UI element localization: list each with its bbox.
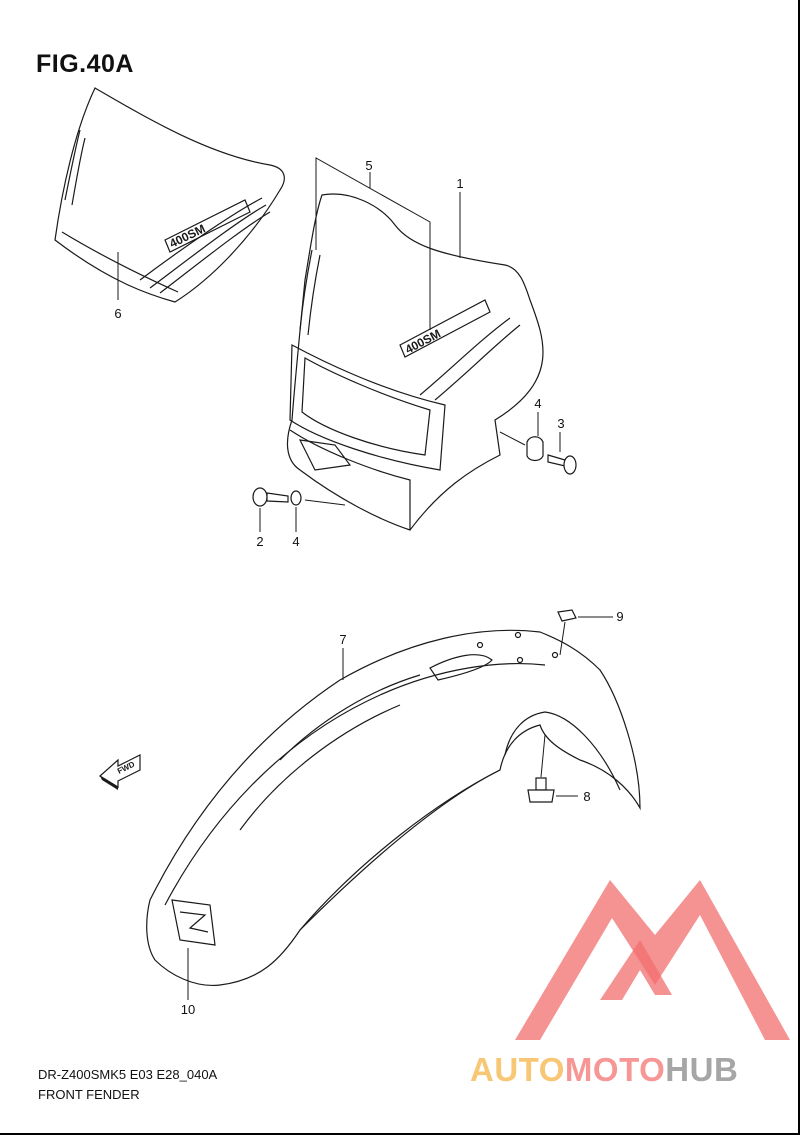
- watermark-text-moto: MOTO: [564, 1051, 666, 1088]
- part-6-visor: 400SM: [54, 87, 285, 303]
- page-border-right: [798, 0, 800, 1135]
- part-1-headlight-cover: 400SM: [286, 193, 544, 531]
- part-7-front-fender: [146, 629, 641, 987]
- forward-direction-arrow: FWD: [98, 754, 141, 790]
- leader-8-mount: [540, 734, 546, 778]
- callout-4-right: 4: [534, 396, 541, 411]
- part-6-decal-text: 400SM: [167, 221, 207, 250]
- section-name: FRONT FENDER: [38, 1087, 140, 1102]
- watermark-brand-text: AUTOMOTOHUB: [470, 1051, 738, 1089]
- callout-8: 8: [583, 789, 590, 804]
- part-4-collar-left: [290, 490, 302, 506]
- callout-2: 2: [256, 534, 263, 549]
- part-3-screw: [547, 454, 577, 475]
- watermark-logo-mark: [515, 880, 790, 1040]
- callout-1: 1: [456, 176, 463, 191]
- callout-4-left: 4: [292, 534, 299, 549]
- figure-title: FIG.40A: [36, 50, 134, 78]
- leader-9-mount: [559, 621, 566, 656]
- leader-5: [315, 157, 431, 330]
- callout-9: 9: [616, 609, 623, 624]
- watermark-text-hub: HUB: [665, 1051, 739, 1088]
- model-code: DR-Z400SMK5 E03 E28_040A: [38, 1067, 218, 1082]
- part-1-decal-text: 400SM: [403, 326, 443, 356]
- part-4-collar-right: [526, 436, 544, 462]
- callout-3: 3: [557, 416, 564, 431]
- callout-6: 6: [114, 306, 121, 321]
- watermark-text-auto: AUTO: [470, 1051, 565, 1088]
- part-2-screw: [252, 487, 289, 507]
- leader-4-left-mount: [304, 499, 346, 506]
- page-border-bottom: [0, 1133, 800, 1135]
- callout-7: 7: [339, 632, 346, 647]
- leader-4-right-mount: [499, 431, 526, 446]
- part-8-bolt: [527, 777, 555, 803]
- callout-5: 5: [365, 158, 372, 173]
- callout-10: 10: [181, 1002, 195, 1017]
- part-9-nut: [557, 609, 577, 622]
